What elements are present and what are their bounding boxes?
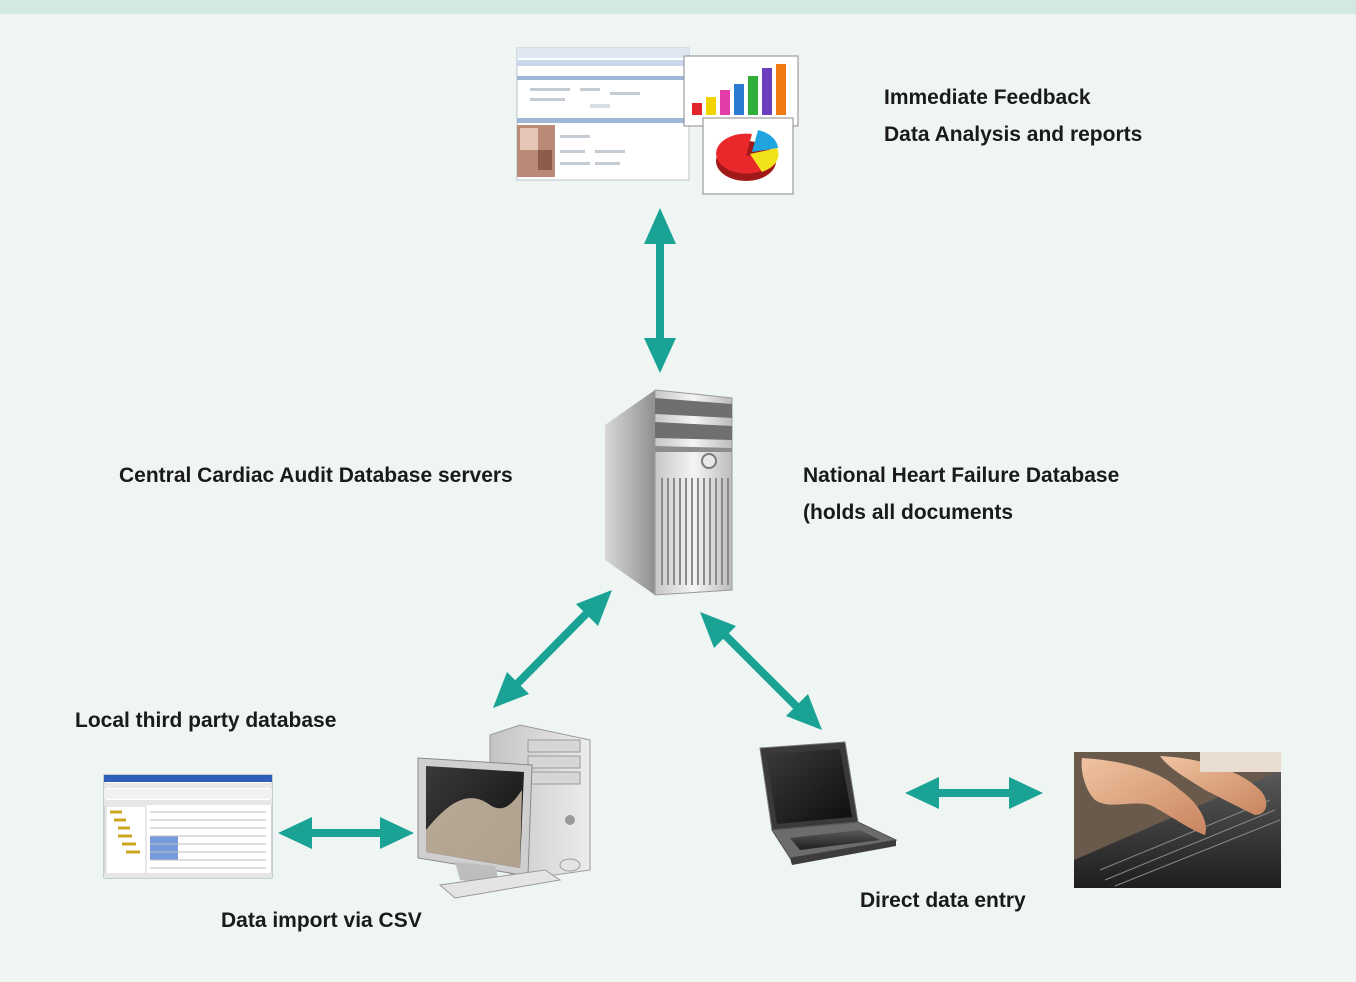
arrow-laptop-typing <box>905 777 1043 809</box>
connection-arrows <box>278 208 1043 849</box>
national-db-label-line2: (holds all documents <box>803 501 1014 524</box>
arrow-server-laptop <box>700 612 822 730</box>
database-window-icon <box>103 774 273 879</box>
report-screenshot-icon <box>516 47 690 181</box>
local-db-label: Local third party database <box>75 709 337 732</box>
national-db-label-line1: National Heart Failure Database <box>803 464 1120 487</box>
arrow-server-desktop <box>493 590 612 708</box>
feedback-label-line1: Immediate Feedback <box>884 86 1091 109</box>
laptop-icon <box>759 741 898 865</box>
pie-chart-icon <box>702 117 794 195</box>
arrow-csv-desktop <box>278 817 414 849</box>
direct-entry-label: Direct data entry <box>860 889 1026 912</box>
bar-chart-icon <box>683 55 799 127</box>
server-tower-icon <box>605 389 733 596</box>
top-band <box>0 0 1356 14</box>
feedback-label-line2: Data Analysis and reports <box>884 123 1143 146</box>
csv-import-label: Data import via CSV <box>221 909 422 932</box>
typing-hands-photo <box>1074 752 1281 888</box>
central-servers-label: Central Cardiac Audit Database servers <box>119 464 513 487</box>
arrow-feedback-server <box>644 208 676 373</box>
desktop-computer-icon <box>417 724 591 899</box>
